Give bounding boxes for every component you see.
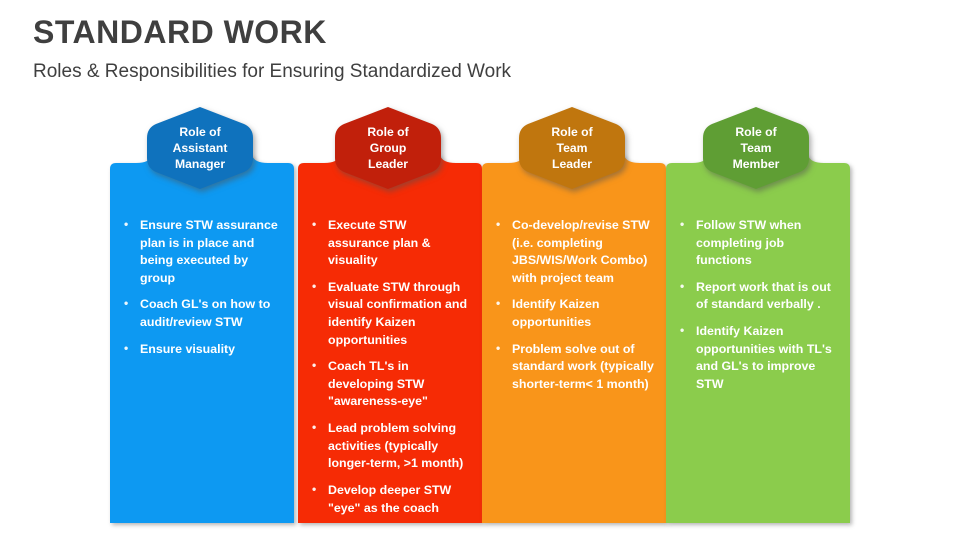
role-badge-line: Role of (551, 124, 593, 139)
role-column-assistant-manager: Ensure STW assurance plan is in place an… (110, 155, 294, 523)
list-item: Report work that is out of standard verb… (674, 278, 838, 314)
list-item: Develop deeper STW "eye" as the coach (306, 481, 470, 517)
list-item: Identify Kaizen opportunities (490, 295, 654, 331)
role-badge-line: Role of (179, 124, 221, 139)
role-column-content-assistant-manager: Ensure STW assurance plan is in place an… (110, 216, 294, 367)
role-badge-line: Team (740, 140, 772, 155)
list-item: Evaluate STW through visual confirmation… (306, 278, 470, 349)
role-column-group-leader: Execute STW assurance plan & visualityEv… (298, 155, 482, 523)
heading-block: STANDARD WORK Roles & Responsibilities f… (33, 14, 913, 84)
role-column-content-team-leader: Co-develop/revise STW (i.e. completing J… (482, 216, 666, 402)
bullet-list-team-member: Follow STW when completing job functions… (674, 216, 838, 393)
list-item: Ensure visuality (118, 340, 282, 359)
role-badge-line: Team (556, 140, 588, 155)
role-badge-line: Assistant (172, 140, 228, 155)
role-badge-line: Manager (174, 157, 226, 172)
role-column-team-member: Follow STW when completing job functions… (666, 155, 850, 523)
list-item: Ensure STW assurance plan is in place an… (118, 216, 282, 287)
role-badge-line: Role of (367, 124, 409, 139)
list-item: Follow STW when completing job functions (674, 216, 838, 270)
role-column-team-leader: Co-develop/revise STW (i.e. completing J… (482, 155, 666, 523)
bullet-list-team-leader: Co-develop/revise STW (i.e. completing J… (490, 216, 654, 394)
page-subtitle: Roles & Responsibilities for Ensuring St… (33, 60, 512, 82)
bullet-list-group-leader: Execute STW assurance plan & visualityEv… (306, 216, 470, 517)
role-badge-line: Leader (368, 157, 408, 172)
role-badge-line: Group (369, 140, 407, 155)
list-item: Co-develop/revise STW (i.e. completing J… (490, 216, 654, 287)
list-item: Coach GL's on how to audit/review STW (118, 295, 282, 331)
page-title: STANDARD WORK (33, 14, 327, 50)
role-badge-line: Role of (735, 124, 777, 139)
role-badge-line: Member (732, 157, 780, 172)
role-column-content-team-member: Follow STW when completing job functions… (666, 216, 850, 402)
list-item: Lead problem solving activities (typical… (306, 419, 470, 473)
role-column-content-group-leader: Execute STW assurance plan & visualityEv… (298, 216, 482, 526)
list-item: Execute STW assurance plan & visuality (306, 216, 470, 270)
list-item: Identify Kaizen opportunities with TL's … (674, 322, 838, 393)
list-item: Problem solve out of standard work (typi… (490, 340, 654, 394)
list-item: Coach TL's in developing STW "awareness-… (306, 357, 470, 411)
bullet-list-assistant-manager: Ensure STW assurance plan is in place an… (118, 216, 282, 359)
role-badge-line: Leader (552, 157, 592, 172)
